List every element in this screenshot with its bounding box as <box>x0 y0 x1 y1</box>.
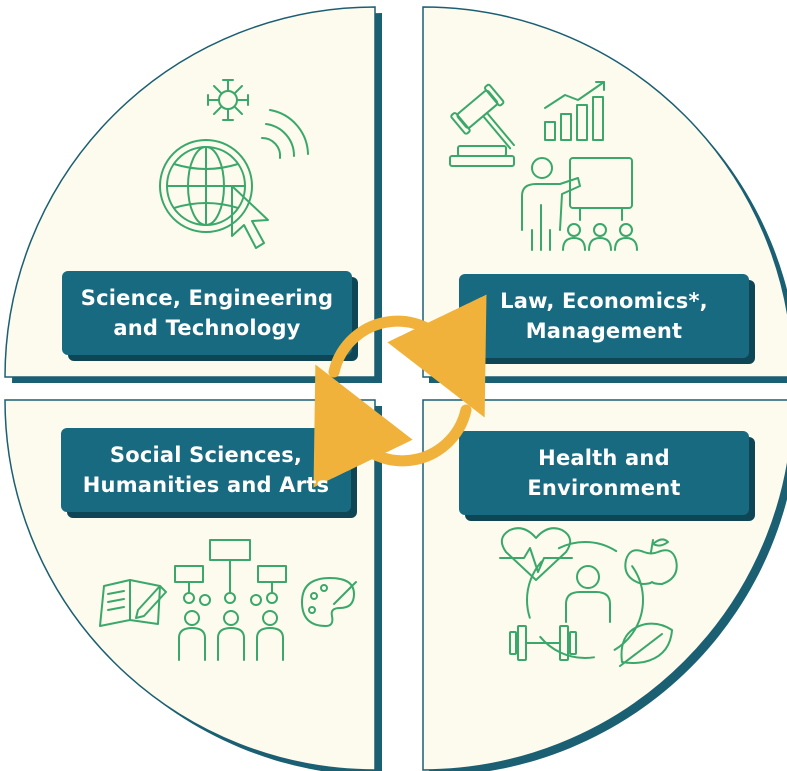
label-box-tl <box>62 271 352 355</box>
people-group-icon <box>178 610 284 661</box>
audience-icon <box>562 223 638 251</box>
presenter-icon <box>521 157 633 251</box>
label-tr-line1: Law, Economics*, <box>500 288 708 313</box>
label-bl-line1: Social Sciences, <box>109 442 303 467</box>
wellbeing-ring <box>526 541 644 659</box>
label-law-economics-management: Law, Economics*, Management <box>459 274 749 358</box>
cursor-icon <box>231 185 269 249</box>
heartbeat-icon <box>499 527 573 581</box>
leaf-icon <box>619 622 673 667</box>
label-bl-line2: Humanities and Arts <box>82 473 330 497</box>
globe-icon <box>159 139 253 233</box>
label-br-line1: Health and <box>538 445 670 470</box>
bar-chart-icon <box>544 81 605 141</box>
label-social-sciences-humanities-arts: Social Sciences, Humanities and Arts <box>61 428 351 512</box>
gavel-icon <box>449 83 515 167</box>
virus-icon <box>207 79 249 121</box>
label-science-engineering-technology: Science, Engineering and Technology <box>62 271 352 355</box>
signal-waves-icon <box>261 109 309 159</box>
apple-icon <box>624 538 678 585</box>
book-pen-icon <box>99 579 167 627</box>
org-chart-icon <box>174 539 287 606</box>
dumbbell-icon <box>509 625 577 661</box>
palette-icon <box>301 577 357 627</box>
label-health-environment: Health and Environment <box>459 431 749 515</box>
person-icon <box>565 565 611 623</box>
cycle-arrows-icon <box>313 294 487 488</box>
label-tl-line1: Science, Engineering <box>80 285 334 310</box>
label-box-tr <box>459 274 749 358</box>
label-tl-line2: and Technology <box>113 316 301 340</box>
label-box-br <box>459 431 749 515</box>
label-br-line2: Environment <box>527 476 681 500</box>
label-tr-line2: Management <box>525 319 683 343</box>
label-box-bl <box>61 428 351 512</box>
